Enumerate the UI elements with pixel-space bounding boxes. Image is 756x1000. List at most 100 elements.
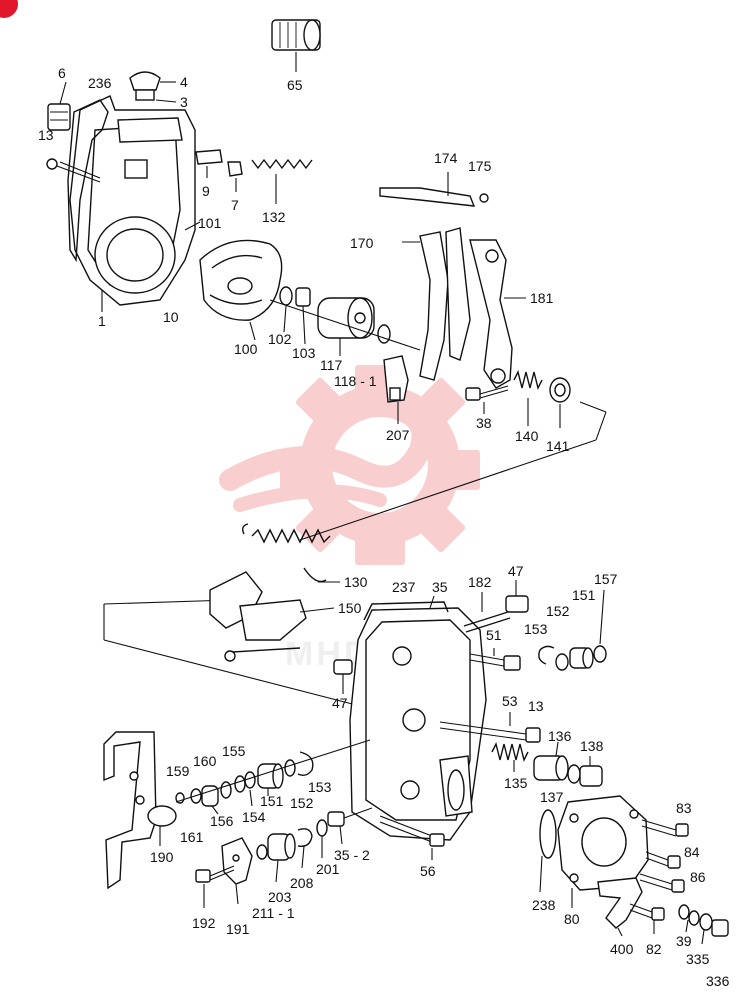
part-51-bolt (469, 648, 521, 671)
part-13-nut (525, 727, 541, 743)
label-138: 138 (580, 738, 604, 754)
part-38-screw (465, 385, 509, 414)
label-150: 150 (338, 600, 362, 616)
label-65: 65 (287, 77, 303, 93)
label-174: 174 (434, 150, 458, 166)
part-47-bolt-top (505, 580, 529, 613)
part-170-lever (402, 227, 471, 381)
label-83: 83 (676, 800, 692, 816)
part-192-bolt (195, 865, 235, 908)
part-103-ring (295, 287, 311, 345)
part-13-bolt (46, 158, 101, 183)
label-181: 181 (530, 290, 554, 306)
part-washer-small (377, 324, 391, 344)
part-141-cap (549, 377, 571, 428)
label-35-2: 35 - 2 (334, 847, 370, 863)
label-141: 141 (546, 438, 570, 454)
watermark-gear-icon (280, 365, 480, 565)
label-47: 47 (508, 563, 524, 579)
label-13-lower: 13 (528, 698, 544, 714)
part-191-plate (221, 837, 253, 905)
label-1: 1 (98, 313, 106, 329)
label-100: 100 (234, 341, 258, 357)
part-208-spring (297, 828, 313, 869)
page-number: 336 (706, 973, 730, 989)
label-170: 170 (350, 235, 374, 251)
corner-badge-dot (0, 0, 18, 18)
watermark-swirl-icon (219, 399, 434, 491)
label-35: 35 (432, 579, 448, 595)
part-82-bolt (629, 903, 665, 934)
label-236: 236 (88, 75, 112, 91)
part-137-washer (567, 764, 581, 784)
label-136: 136 (548, 728, 572, 744)
part-174-bracket (379, 172, 489, 207)
part-151-sleeve-upper (569, 647, 594, 669)
part-9-bracket (195, 149, 243, 192)
part-182-pin (463, 592, 511, 633)
label-159: 159 (166, 763, 190, 779)
part-151-sleeve-lower (257, 763, 284, 796)
part-400-bracket (597, 877, 643, 937)
part-117-sleeve (317, 297, 375, 356)
label-153-lower: 153 (308, 779, 332, 795)
label-152-lower: 152 (290, 795, 314, 811)
part-102-washer (279, 286, 293, 333)
label-182: 182 (468, 574, 492, 590)
label-118-1: 118 - 1 (334, 373, 377, 389)
label-38: 38 (476, 415, 492, 431)
part-100-flyweight (199, 239, 283, 341)
part-211-washer (256, 844, 268, 860)
label-151: 151 (572, 587, 596, 603)
label-80: 80 (564, 911, 580, 927)
part-6-plug (47, 81, 71, 131)
watermark-logo: MHDX (219, 365, 480, 673)
label-157: 157 (594, 571, 618, 587)
label-103: 103 (292, 345, 316, 361)
part-336-cap (711, 919, 729, 937)
part-238-gasket (539, 809, 557, 893)
label-101: 101 (198, 215, 222, 231)
part-65-sleeve (271, 19, 321, 72)
part-236-gasket (67, 99, 109, 263)
label-51: 51 (486, 627, 502, 643)
part-155-washer (220, 781, 232, 799)
label-56: 56 (420, 863, 436, 879)
watermark-inner-ring (332, 417, 428, 513)
label-152: 152 (546, 603, 570, 619)
part-152-ring-upper (555, 653, 569, 671)
label-82: 82 (646, 941, 662, 957)
label-161: 161 (180, 829, 204, 845)
label-211-1: 211 - 1 (252, 905, 295, 921)
part-140-spring (513, 369, 543, 426)
part-335-nut (699, 913, 713, 945)
label-3: 3 (180, 94, 188, 110)
part-201-washer (316, 819, 328, 858)
part-150-lever (209, 571, 335, 662)
connector-line (269, 299, 421, 351)
label-160: 160 (193, 753, 217, 769)
part-203-sleeve (267, 833, 296, 883)
label-151-lower: 151 (260, 793, 284, 809)
connector-line (299, 439, 597, 541)
label-238: 238 (532, 897, 556, 913)
label-192: 192 (192, 915, 216, 931)
part-83-bolt (641, 819, 689, 837)
part-153-clip-upper (538, 645, 555, 665)
label-207: 207 (386, 427, 410, 443)
label-400: 400 (610, 941, 634, 957)
label-190: 190 (150, 849, 174, 865)
label-203: 203 (268, 889, 292, 905)
label-155: 155 (222, 743, 246, 759)
part-84-bolt (645, 851, 681, 869)
part-1-housing (69, 95, 201, 312)
part-labels: 6 236 4 3 65 13 9 7 132 101 1 10 100 102… (38, 65, 730, 989)
label-9: 9 (202, 183, 210, 199)
label-156: 156 (210, 813, 234, 829)
label-130: 130 (344, 574, 368, 590)
label-137: 137 (540, 789, 564, 805)
label-191: 191 (226, 921, 250, 937)
label-53: 53 (502, 693, 518, 709)
part-136-sleeve (533, 741, 569, 781)
part-190-bracket (103, 731, 177, 890)
